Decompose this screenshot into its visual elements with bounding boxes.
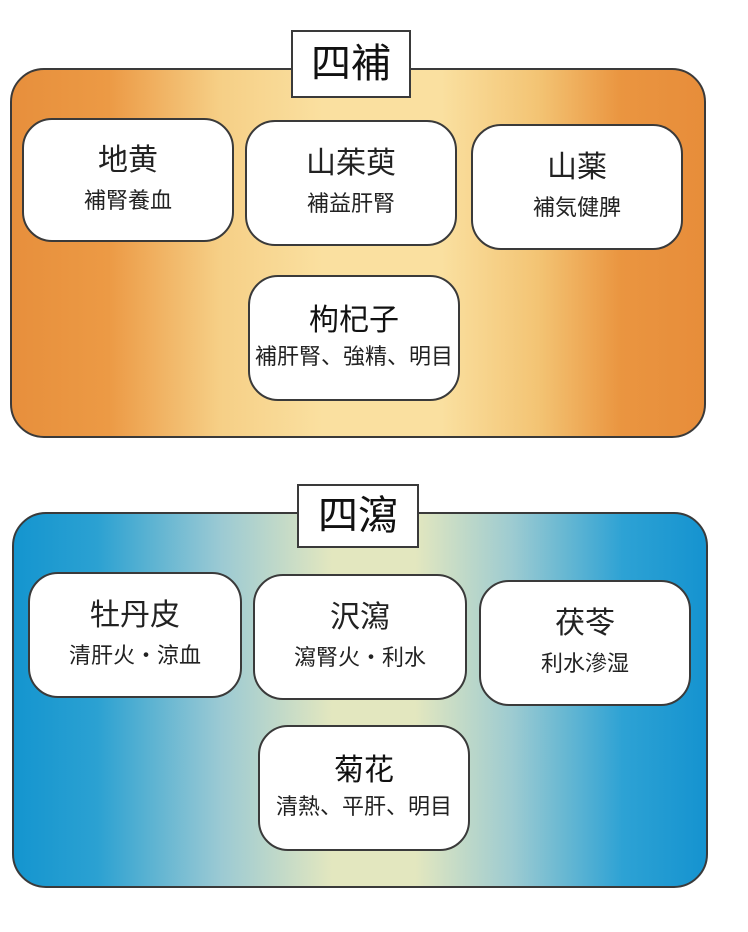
herb-card-alisma: 沢瀉 瀉腎火・利水 (253, 574, 467, 700)
purge-title: 四瀉 (297, 484, 419, 548)
herb-card-cornus: 山茱萸 補益肝腎 (245, 120, 457, 246)
herb-effect: 補益肝腎 (306, 192, 395, 217)
herb-effect: 補腎養血 (83, 189, 172, 214)
herb-name: 枸杞子 (309, 303, 399, 338)
herb-card-lycium: 枸杞子 補肝腎、強精、明目 (248, 275, 460, 401)
herb-name: 山茱萸 (306, 146, 396, 181)
herb-card-dioscorea: 山薬 補気健脾 (471, 124, 683, 250)
herb-name: 沢瀉 (330, 600, 390, 635)
herb-card-rehmannia: 地黄 補腎養血 (22, 118, 234, 242)
herb-name: 地黄 (98, 143, 158, 178)
herb-name: 茯苓 (555, 606, 615, 641)
herb-effect: 補肝腎、強精、明目 (254, 345, 453, 370)
herb-effect: 瀉腎火・利水 (293, 646, 426, 671)
herb-name: 菊花 (334, 753, 394, 788)
herb-effect: 利水滲湿 (540, 652, 629, 677)
herb-effect: 清熱、平肝、明目 (275, 795, 452, 820)
herb-name: 牡丹皮 (90, 598, 180, 633)
herb-effect: 清肝火・涼血 (68, 644, 201, 669)
herb-card-chrysanthemum: 菊花 清熱、平肝、明目 (258, 725, 470, 851)
herb-card-moutan: 牡丹皮 清肝火・涼血 (28, 572, 242, 698)
herb-effect: 補気健脾 (532, 196, 621, 221)
herb-card-poria: 茯苓 利水滲湿 (479, 580, 691, 706)
tonify-title: 四補 (291, 30, 411, 98)
herb-name: 山薬 (547, 150, 607, 185)
